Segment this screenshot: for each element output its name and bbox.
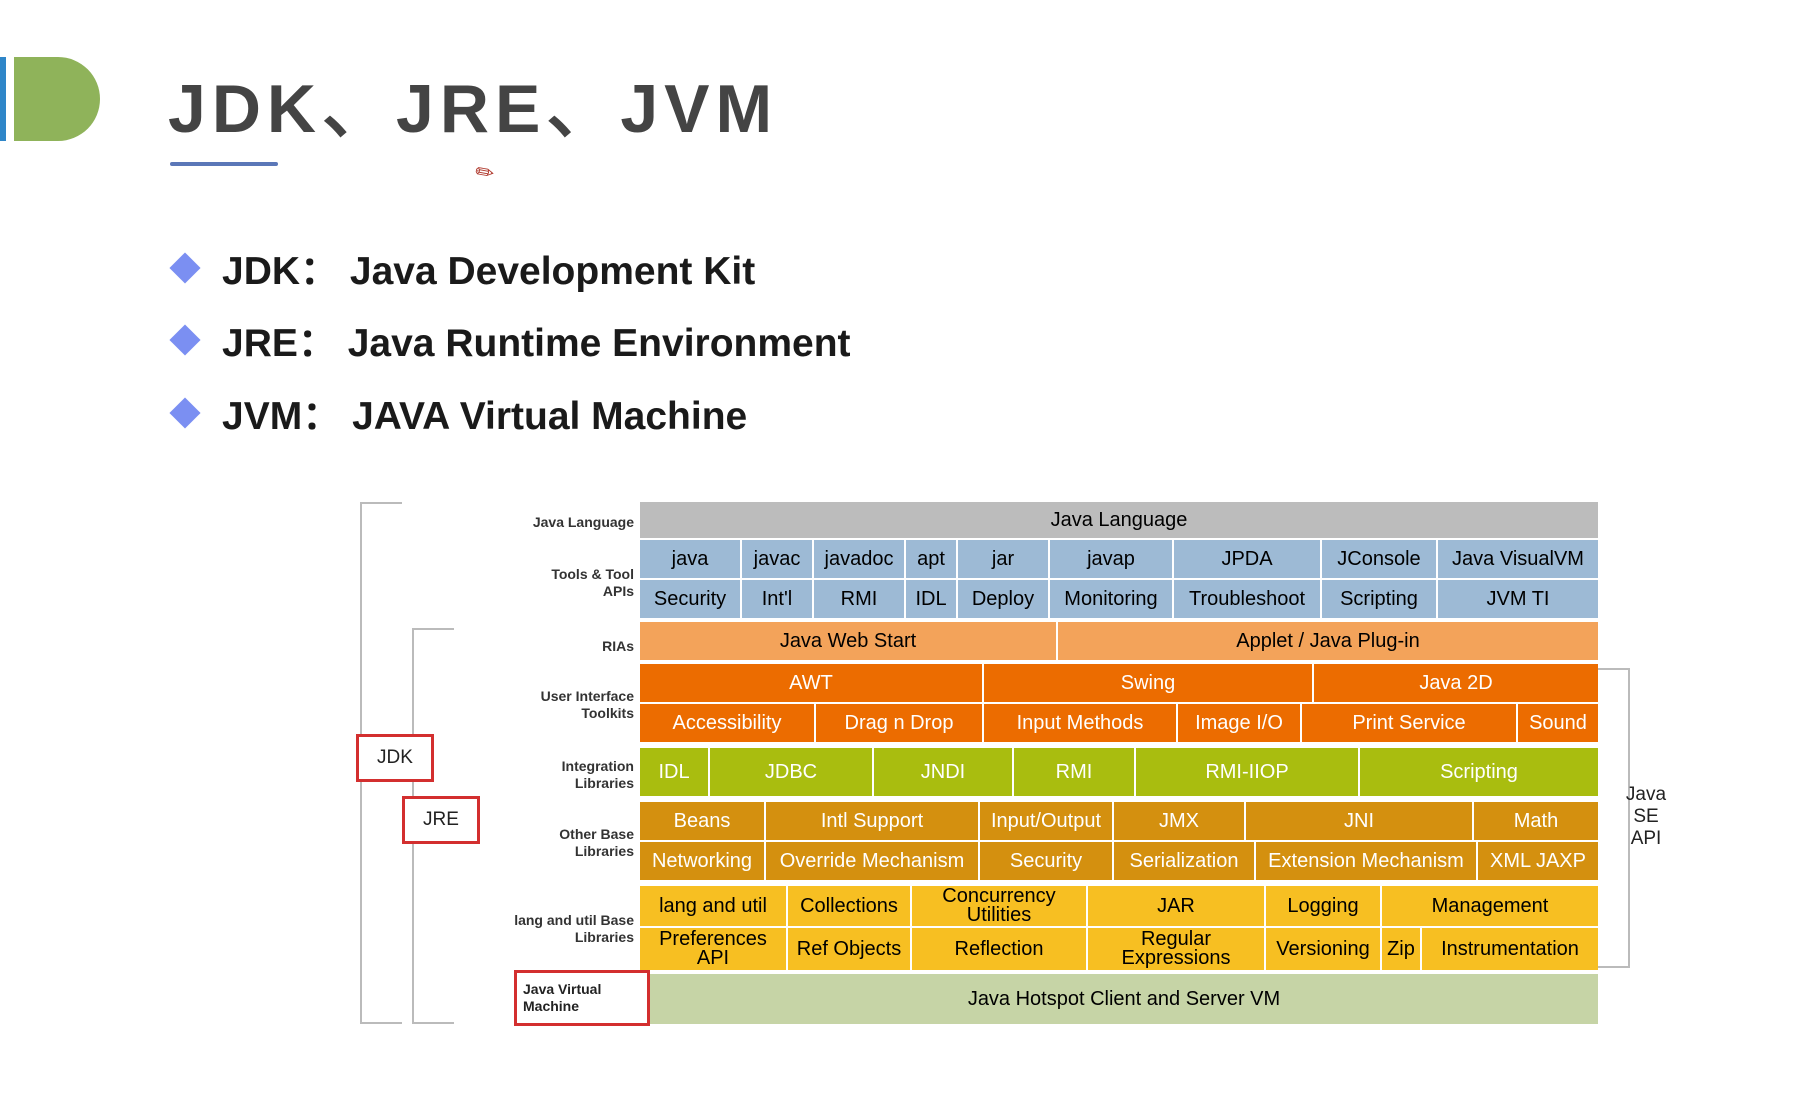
cell-ui: Drag n Drop [816, 704, 984, 742]
diamond-bullet-icon [169, 397, 201, 429]
bullet-separator: ： [302, 395, 342, 438]
row-label-java-language: Java Language [532, 514, 634, 530]
cell-tool: Monitoring [1050, 580, 1174, 618]
cell-ui: Print Service [1302, 704, 1518, 742]
cell-integration: IDL [640, 748, 710, 796]
cell-other-base: Intl Support [766, 802, 980, 840]
cell-lang-util: Reflection [912, 928, 1088, 970]
cell-lang-util: Zip [1382, 928, 1422, 970]
cell-tool: javap [1050, 540, 1174, 578]
cell-lang-util: Regular Expressions [1088, 928, 1266, 970]
cell-ui: Swing [984, 664, 1314, 702]
cell-integration: RMI [1014, 748, 1136, 796]
bullet-jre: JRE： Java Runtime Environment [169, 315, 851, 365]
cell-tool: JPDA [1174, 540, 1322, 578]
cell-other-base: Security [980, 842, 1114, 880]
cell-java-language: Java Language [640, 502, 1598, 538]
jvm-label-box: Java Virtual Machine [514, 970, 650, 1026]
cell-other-base: Input/Output [980, 802, 1114, 840]
cell-other-base: Networking [640, 842, 766, 880]
diamond-bullet-icon [169, 252, 201, 284]
row-label-integration: Integration Libraries [561, 758, 634, 791]
bullet-definition: JAVA Virtual Machine [352, 395, 748, 438]
bullet-term: JRE [222, 322, 298, 365]
cell-tool: Int'l [742, 580, 814, 618]
cell-ui: Sound [1518, 704, 1598, 742]
cell-ria: Java Web Start [640, 622, 1058, 660]
diamond-bullet-icon [169, 324, 201, 356]
cell-tool: jar [958, 540, 1050, 578]
cell-tool: javadoc [814, 540, 906, 578]
cell-other-base: Math [1474, 802, 1598, 840]
cell-other-base: XML JAXP [1478, 842, 1598, 880]
cell-tool: Scripting [1322, 580, 1438, 618]
cell-lang-util: Preferences API [640, 928, 788, 970]
cell-tool: Security [640, 580, 742, 618]
cell-lang-util: Concurrency Utilities [912, 886, 1088, 926]
cell-ui: Accessibility [640, 704, 816, 742]
cell-jvm: Java Hotspot Client and Server VM [650, 974, 1598, 1024]
cell-tool: Deploy [958, 580, 1050, 618]
cell-tool: JConsole [1322, 540, 1438, 578]
bullet-separator: ： [297, 322, 337, 365]
jdk-box: JDK [356, 734, 434, 782]
java-se-architecture-diagram: JDK JRE Java SE API Java Language Tools … [356, 494, 1690, 1042]
bullet-definition: Java Runtime Environment [347, 322, 851, 365]
cell-tool: Java VisualVM [1438, 540, 1598, 578]
cell-other-base: JNI [1246, 802, 1474, 840]
cell-integration: Scripting [1360, 748, 1598, 796]
cell-other-base: JMX [1114, 802, 1246, 840]
row-label-other-base: Other Base Libraries [559, 826, 634, 859]
slide-title: JDK、JRE、JVM [168, 71, 779, 147]
cell-other-base: Extension Mechanism [1256, 842, 1478, 880]
cell-tool: RMI [814, 580, 906, 618]
row-label-tools: Tools & Tool APIs [551, 566, 634, 599]
java-se-api-label: Java SE API [1625, 784, 1667, 849]
cell-ui: Image I/O [1178, 704, 1302, 742]
cell-integration: JNDI [874, 748, 1014, 796]
bullet-separator: ： [300, 250, 340, 293]
cell-lang-util: Collections [788, 886, 912, 926]
cell-tool: javac [742, 540, 814, 578]
cell-lang-util: Logging [1266, 886, 1382, 926]
cell-ui: AWT [640, 664, 984, 702]
cell-integration: RMI-IIOP [1136, 748, 1360, 796]
cell-lang-util: Management [1382, 886, 1598, 926]
cell-ui: Input Methods [984, 704, 1178, 742]
cell-integration: JDBC [710, 748, 874, 796]
row-label-lang-util: lang and util Base Libraries [514, 912, 634, 945]
cell-tool: IDL [906, 580, 958, 618]
cell-other-base: Serialization [1114, 842, 1256, 880]
bullet-term: JDK [222, 250, 301, 293]
bullet-definition: Java Development Kit [349, 250, 756, 293]
cell-lang-util: Versioning [1266, 928, 1382, 970]
bullet-term: JVM [222, 395, 303, 438]
row-label-ui-toolkits: User Interface Toolkits [540, 688, 634, 721]
cell-other-base: Override Mechanism [766, 842, 980, 880]
cell-lang-util: Instrumentation [1422, 928, 1598, 970]
cell-ui: Java 2D [1314, 664, 1598, 702]
accent-bar [0, 57, 6, 141]
se-api-bracket [1598, 668, 1630, 968]
cell-tool: apt [906, 540, 958, 578]
pen-cursor-icon: ✎ [470, 157, 500, 189]
cell-tool: JVM TI [1438, 580, 1598, 618]
row-label-rias: RIAs [602, 638, 634, 654]
jre-box: JRE [402, 796, 480, 844]
bullet-jvm: JVM： JAVA Virtual Machine [169, 388, 748, 438]
cell-lang-util: Ref Objects [788, 928, 912, 970]
cell-lang-util: lang and util [640, 886, 788, 926]
title-underline [170, 162, 278, 166]
cell-tool: java [640, 540, 742, 578]
cell-other-base: Beans [640, 802, 766, 840]
cell-lang-util: JAR [1088, 886, 1266, 926]
bullet-jdk: JDK： Java Development Kit [169, 243, 756, 293]
accent-shape [14, 57, 100, 141]
cell-tool: Troubleshoot [1174, 580, 1322, 618]
cell-ria: Applet / Java Plug-in [1058, 622, 1598, 660]
